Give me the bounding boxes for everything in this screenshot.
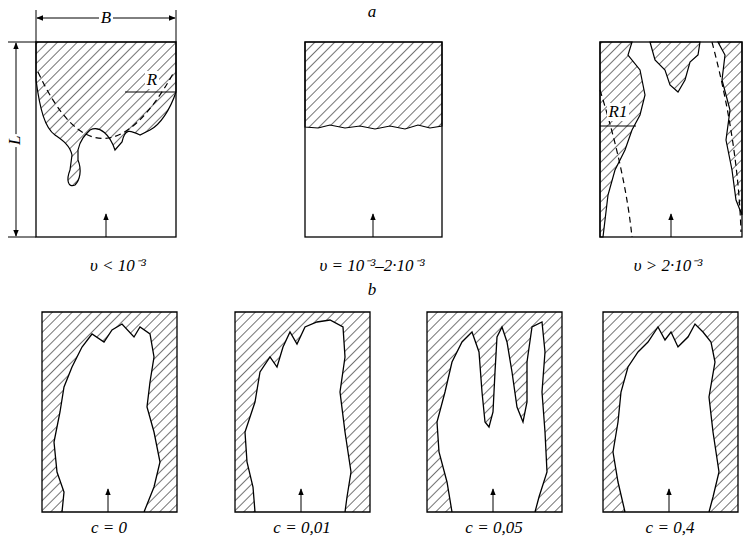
panel-b4	[603, 312, 738, 512]
panel-caption: υ > 2·10⁻³	[632, 257, 705, 276]
panel-a2	[305, 42, 442, 237]
dimension-label: L	[7, 133, 26, 146]
panel-caption: c = 0,01	[271, 519, 332, 538]
panel-b3	[427, 312, 562, 512]
panel-caption: c = 0,05	[463, 519, 524, 538]
radius-label: R	[145, 71, 159, 90]
panel-letter: b	[366, 281, 379, 300]
panel-letter: a	[366, 3, 379, 22]
panel-caption: υ = 10⁻³–2·10⁻³	[317, 257, 426, 276]
panel-b1	[42, 312, 177, 512]
panel-caption: c = 0,4	[644, 519, 697, 538]
panel-b2	[235, 312, 370, 512]
panel-a3	[600, 42, 742, 237]
panel-caption: υ < 10⁻³	[88, 257, 148, 276]
panel-a1	[36, 42, 176, 237]
panel-caption: c = 0	[89, 519, 129, 538]
radius-label: R1	[607, 103, 630, 122]
dimension-label: B	[99, 9, 113, 28]
